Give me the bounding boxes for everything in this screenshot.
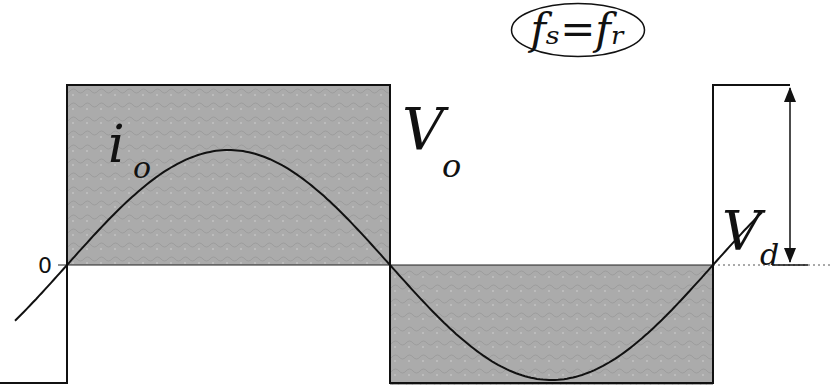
current-subscript: o: [133, 153, 151, 183]
voltage-subscript: o: [442, 150, 461, 182]
axis-zero: 0: [38, 255, 52, 277]
frequency-condition: fₛ=fᵣ: [530, 9, 626, 51]
negative-pulse-area: [390, 265, 713, 385]
current-symbol: i: [108, 118, 125, 170]
arrow-head: [784, 87, 796, 102]
amplitude-symbol: V: [722, 205, 761, 259]
dimension-line: [789, 88, 791, 262]
voltage-symbol: V: [402, 100, 444, 158]
amplitude-subscript: d: [760, 240, 779, 270]
sine-current: [15, 150, 762, 380]
positive-pulse-area: [67, 85, 390, 265]
square-wave: [0, 85, 790, 383]
ellipse-callout: fₛ=fᵣ: [510, 2, 646, 58]
zero-axis: [58, 264, 713, 265]
arrow-head: [784, 248, 796, 263]
